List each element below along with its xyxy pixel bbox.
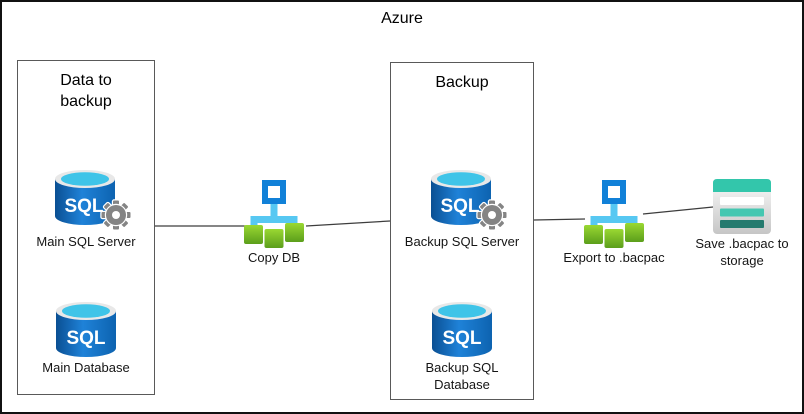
connector-line	[533, 218, 586, 221]
page-title: Azure	[381, 10, 423, 27]
node-main-database: SQL Main Database	[17, 302, 155, 377]
node-main-sql-server: SQL Main SQL Serve	[17, 170, 155, 251]
node-backup-sql-database: SQL Backup SQL Database	[393, 302, 531, 393]
node-backup-sql-server: SQL Backup SQL Ser	[393, 170, 531, 251]
node-label: Main Database	[42, 360, 130, 375]
group-title-backup: Backup	[435, 74, 489, 91]
svg-text:SQL: SQL	[442, 328, 481, 349]
node-label: Export to .bacpac	[563, 250, 665, 265]
node-label: Backup SQL Server	[404, 234, 520, 249]
node-label: Copy DB	[247, 250, 301, 265]
sql-server-icon: SQL	[429, 170, 509, 232]
distribution-icon	[243, 180, 305, 248]
node-label: Save .bacpac to storage	[695, 236, 789, 268]
node-save-bacpac: Save .bacpac to storage	[694, 179, 790, 269]
connector-line	[642, 206, 714, 215]
node-export-bacpac: Export to .bacpac	[554, 180, 674, 267]
node-label: Backup SQL Database	[425, 360, 499, 392]
node-copy-db: Copy DB	[214, 180, 334, 267]
svg-text:SQL: SQL	[64, 196, 103, 217]
storage-icon	[713, 179, 771, 234]
svg-text:SQL: SQL	[440, 196, 479, 217]
sql-database-icon: SQL	[430, 302, 494, 358]
sql-database-icon: SQL	[54, 302, 118, 358]
sql-server-icon: SQL	[53, 170, 133, 232]
group-box-backup: Backup	[390, 62, 534, 400]
node-label: Main SQL Server	[36, 234, 136, 249]
connector-line	[305, 220, 391, 227]
distribution-icon	[583, 180, 645, 248]
group-title-data-to-backup: Data to backup	[60, 72, 112, 110]
svg-text:SQL: SQL	[66, 328, 105, 349]
